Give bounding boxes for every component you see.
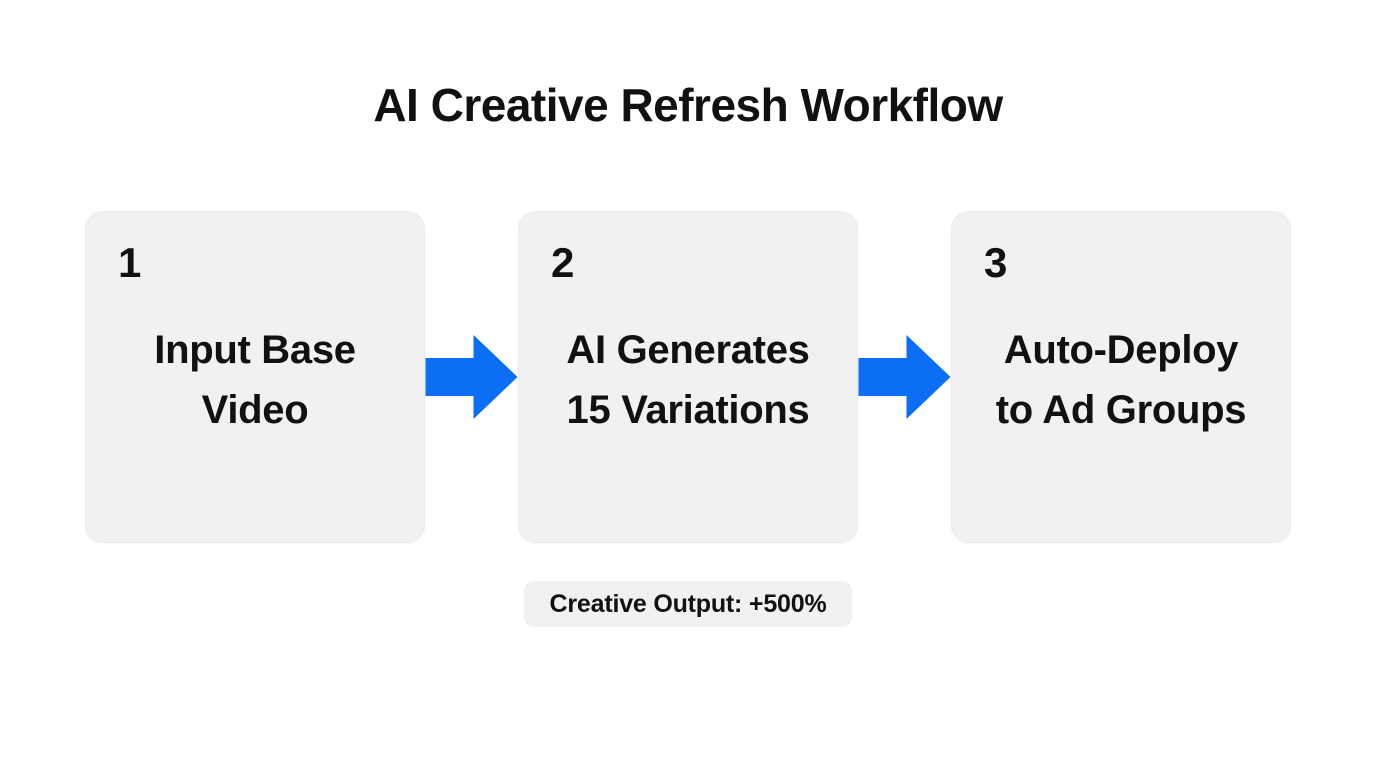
step-label-line: Auto-Deploy: [1003, 327, 1239, 372]
arrow-right-icon: [858, 334, 951, 419]
arrow-right-icon: [425, 334, 518, 419]
step-label-line: to Ad Groups: [995, 387, 1247, 432]
step-label-3: Auto-Deploy to Ad Groups: [972, 320, 1270, 440]
step-card-3: 3 Auto-Deploy to Ad Groups: [951, 210, 1291, 543]
step-label-line: AI Generates: [566, 327, 810, 372]
step-number-3: 3: [984, 238, 1008, 286]
step-label-line: Input Base: [154, 327, 356, 372]
step-label-line: Video: [201, 387, 309, 432]
step-card-1: 1 Input Base Video: [85, 210, 425, 543]
step-label-2: AI Generates 15 Variations: [539, 320, 837, 440]
creative-output-badge: Creative Output: +500%: [523, 580, 853, 627]
page-title: AI Creative Refresh Workflow: [373, 79, 1003, 131]
step-number-1: 1: [118, 238, 142, 286]
step-card-2: 2 AI Generates 15 Variations: [518, 210, 858, 543]
badge-row: Creative Output: +500%: [0, 580, 1376, 627]
step-number-2: 2: [551, 238, 575, 286]
workflow-steps-row: 1 Input Base Video 2 AI Generates 15 Var…: [85, 210, 1291, 543]
step-label-1: Input Base Video: [106, 320, 404, 440]
step-label-line: 15 Variations: [566, 387, 810, 432]
